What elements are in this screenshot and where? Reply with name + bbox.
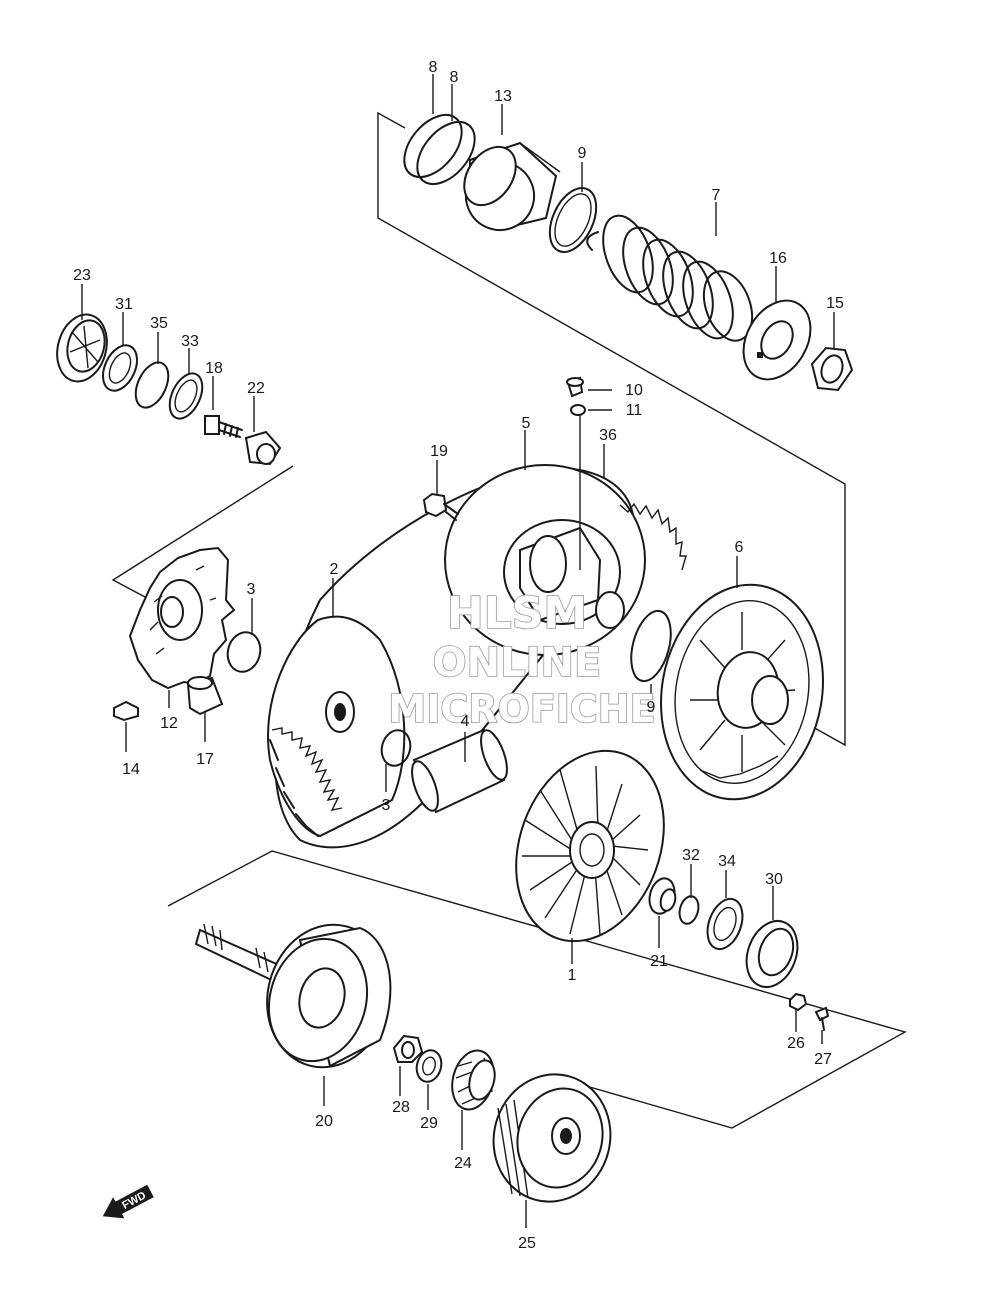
label-34: 34 [718, 853, 736, 870]
label-27: 27 [814, 1051, 832, 1068]
label-6: 6 [735, 539, 744, 556]
part-12-movable-drive-face[interactable] [128, 546, 236, 690]
label-9-lower: 9 [647, 699, 656, 716]
part-number-labels: 8 8 13 9 7 16 15 23 31 35 33 18 22 10 11… [73, 59, 844, 1252]
label-4: 4 [461, 713, 470, 730]
label-13: 13 [494, 88, 512, 105]
watermark-line-1: HLSM [447, 588, 587, 639]
label-1: 1 [568, 967, 577, 984]
label-28: 28 [392, 1099, 410, 1116]
part-25-clutch-shoe[interactable] [479, 1061, 624, 1215]
label-5: 5 [522, 415, 531, 432]
label-25: 25 [518, 1235, 536, 1252]
leader-lines [81, 74, 835, 1228]
label-12: 12 [160, 715, 178, 732]
watermark-line-3: MICROFICHE [388, 687, 655, 731]
part-9-ring-upper[interactable] [541, 181, 606, 260]
label-2: 2 [330, 561, 339, 578]
part-24-needle-bearing[interactable] [446, 1046, 500, 1114]
part-18-bolt[interactable] [204, 415, 243, 438]
part-20-clutch-housing[interactable] [194, 911, 405, 1081]
label-15: 15 [826, 295, 844, 312]
part-30-bearing[interactable] [738, 914, 806, 994]
part-28-nut[interactable] [392, 1034, 424, 1063]
label-11: 11 [626, 402, 643, 419]
part-35-ring[interactable] [129, 357, 175, 412]
part-15-nut[interactable] [810, 346, 854, 392]
part-19-bolt[interactable] [422, 492, 459, 521]
watermark-line-2: ONLINE [433, 640, 602, 686]
label-22: 22 [247, 380, 265, 397]
label-18: 18 [205, 360, 223, 377]
part-31-seal[interactable] [96, 340, 143, 396]
part-4-shaft[interactable] [407, 727, 513, 814]
part-27-screw[interactable] [814, 1006, 830, 1031]
label-31: 31 [115, 296, 133, 313]
left-group-outline [111, 465, 294, 606]
fwd-arrow-icon: FWD [102, 1184, 154, 1219]
label-26: 26 [787, 1035, 805, 1052]
part-10-pin[interactable] [566, 376, 584, 398]
label-16: 16 [769, 250, 787, 267]
label-24: 24 [454, 1155, 472, 1172]
fwd-label: FWD [120, 1190, 148, 1212]
part-11-ring[interactable] [570, 404, 586, 416]
label-33: 33 [181, 333, 199, 350]
part-3-ring-b[interactable] [378, 727, 414, 769]
part-8-circlips[interactable] [393, 104, 486, 194]
label-32: 32 [682, 847, 700, 864]
part-21-collar[interactable] [646, 876, 678, 917]
part-16-cam-plate[interactable] [730, 289, 824, 392]
label-20: 20 [315, 1113, 333, 1130]
part-33-ring[interactable] [163, 368, 209, 423]
label-23: 23 [73, 267, 91, 284]
part-23-bearing[interactable] [50, 309, 114, 387]
part-3-ring-a[interactable] [223, 629, 264, 676]
label-3-upper: 3 [247, 581, 256, 598]
label-8-b: 8 [450, 69, 459, 86]
label-19: 19 [430, 443, 448, 460]
lower-group-outline [167, 850, 907, 1129]
label-36: 36 [599, 427, 617, 444]
part-14-slider[interactable] [113, 700, 139, 722]
part-6-fixed-driven-face[interactable] [644, 572, 839, 813]
part-2-clutch-outer[interactable] [267, 615, 406, 838]
label-35: 35 [150, 315, 168, 332]
label-29: 29 [420, 1115, 438, 1132]
label-8-a: 8 [429, 59, 438, 76]
label-10: 10 [625, 382, 643, 399]
part-9-ring-lower[interactable] [624, 607, 677, 686]
label-9-upper: 9 [578, 145, 587, 162]
upper-group-outline [377, 111, 846, 747]
part-17-roller[interactable] [186, 676, 224, 716]
part-7-spring[interactable] [586, 209, 761, 347]
label-7: 7 [712, 187, 721, 204]
part-34-seal[interactable] [701, 894, 749, 954]
part-29-washer[interactable] [413, 1047, 444, 1084]
part-13-sleeve[interactable] [454, 137, 561, 239]
label-3-lower: 3 [382, 797, 391, 814]
part-1-fixed-drive-face[interactable] [491, 730, 690, 962]
part-22-collar[interactable] [244, 430, 282, 466]
part-32-o-ring[interactable] [677, 894, 702, 926]
label-21: 21 [650, 953, 668, 970]
part-26-washer[interactable] [789, 992, 808, 1012]
label-17: 17 [196, 751, 214, 768]
watermark: HLSM ONLINE MICROFICHE [388, 587, 657, 732]
label-30: 30 [765, 871, 783, 888]
label-14: 14 [122, 761, 140, 778]
